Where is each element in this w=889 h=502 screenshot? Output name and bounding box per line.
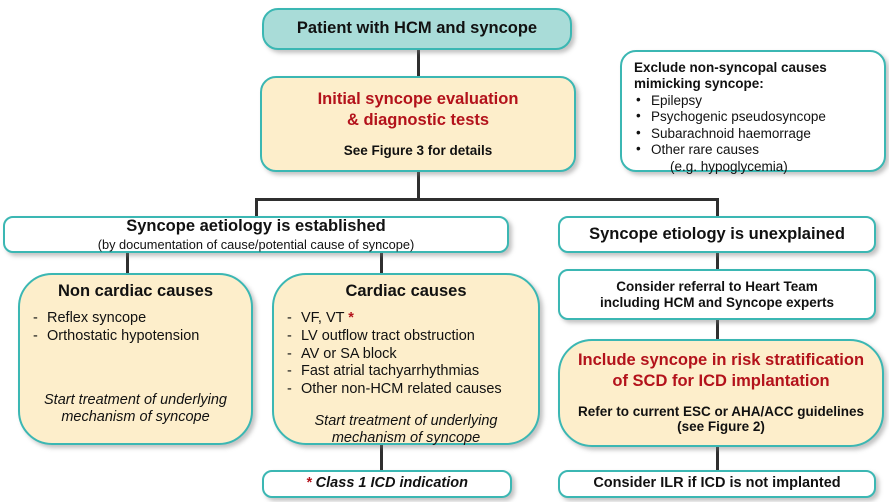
node-initial-eval-line2: & diagnostic tests — [346, 111, 490, 130]
asterisk-marker: * — [306, 475, 312, 492]
cardiac-footer-line1: Start treatment of underlying — [314, 412, 498, 429]
node-consider-referral-heart-team[interactable]: Consider referral to Heart Team includin… — [558, 269, 876, 320]
connector-heartteam-to-riskstrat — [716, 320, 719, 340]
list-item-sub: (e.g. hypoglycemia) — [670, 158, 788, 174]
established-subtitle: (by documentation of cause/potential cau… — [97, 236, 415, 252]
risk-strat-note-line1: Refer to current ESC or AHA/ACC guidelin… — [577, 403, 865, 419]
non-cardiac-footer-line1: Start treatment of underlying — [44, 391, 227, 408]
risk-strat-note-line2: (see Figure 2) — [677, 419, 765, 435]
connector-riskstrat-to-ilr — [716, 447, 719, 470]
node-patient-label: Patient with HCM and syncope — [296, 19, 538, 38]
heart-team-line1: Consider referral to Heart Team — [616, 278, 818, 294]
node-cardiac-causes[interactable]: Cardiac causes VF, VT * LV outflow tract… — [272, 273, 540, 446]
connector-established-to-cardiac — [380, 252, 383, 274]
list-item: Subarachnoid haemorrage — [634, 125, 874, 142]
cardiac-items-list: VF, VT * LV outflow tract obstruction AV… — [284, 310, 528, 398]
node-syncope-etiology-unexplained[interactable]: Syncope etiology is unexplained — [558, 216, 876, 253]
non-cardiac-title: Non cardiac causes — [58, 282, 213, 300]
node-initial-syncope-evaluation[interactable]: Initial syncope evaluation & diagnostic … — [260, 76, 576, 172]
heart-team-line2: including HCM and Syncope experts — [599, 294, 835, 310]
exclude-items-list: Epilepsy Psychogenic pseudosyncope Subar… — [634, 92, 874, 175]
connector-split-to-established — [255, 198, 258, 218]
ilr-label: Consider ILR if ICD is not implanted — [593, 475, 841, 492]
class1-label: * Class 1 ICD indication — [264, 475, 510, 492]
list-item: Fast atrial tachyarrhythmias — [284, 363, 528, 380]
connector-horizontal-split — [255, 198, 719, 201]
cardiac-title: Cardiac causes — [345, 282, 467, 300]
unexplained-title: Syncope etiology is unexplained — [589, 224, 845, 243]
non-cardiac-items-list: Reflex syncope Orthostatic hypotension — [30, 310, 241, 345]
risk-strat-line1: Include syncope in risk stratification — [577, 350, 865, 369]
node-exclude-non-syncopal-causes[interactable]: Exclude non-syncopal causes mimicking sy… — [620, 50, 886, 175]
connector-patient-to-initial — [417, 48, 420, 78]
list-item: AV or SA block — [284, 346, 528, 363]
list-item: Orthostatic hypotension — [30, 328, 241, 345]
non-cardiac-footer-line2: mechanism of syncope — [61, 408, 210, 425]
list-item: Epilepsy — [634, 92, 874, 109]
list-item: Other rare causes — [634, 141, 874, 158]
node-initial-eval-note: See Figure 3 for details — [343, 142, 493, 158]
connector-split-to-unexplained — [716, 198, 719, 218]
risk-strat-line2: of SCD for ICD implantation — [612, 372, 830, 391]
node-class-1-icd-indication[interactable]: * Class 1 ICD indication — [262, 470, 512, 498]
list-item: Reflex syncope — [30, 310, 241, 327]
class1-text: Class 1 ICD indication — [311, 475, 468, 492]
cardiac-item-0-text: VF, VT * — [301, 310, 354, 327]
connector-initial-to-split — [417, 170, 420, 200]
connector-cardiac-to-class1 — [380, 445, 383, 470]
node-initial-eval-line1: Initial syncope evaluation — [317, 89, 519, 108]
node-syncope-aetiology-established[interactable]: Syncope aetiology is established (by doc… — [3, 216, 509, 253]
established-title: Syncope aetiology is established — [126, 217, 386, 236]
exclude-heading-line1: Exclude non-syncopal causes — [634, 60, 827, 75]
exclude-heading-line2: mimicking syncope: — [634, 75, 764, 91]
node-patient-with-hcm-and-syncope[interactable]: Patient with HCM and syncope — [262, 8, 572, 50]
connector-established-to-noncardiac — [126, 252, 129, 274]
node-non-cardiac-causes[interactable]: Non cardiac causes Reflex syncope Orthos… — [18, 273, 253, 445]
connector-unexplained-to-heartteam — [716, 253, 719, 270]
list-item: Other non-HCM related causes — [284, 381, 528, 398]
list-item-vf-vt: VF, VT * — [284, 310, 528, 327]
asterisk-marker: * — [348, 310, 354, 327]
list-item: Psychogenic pseudosyncope — [634, 108, 874, 125]
node-include-syncope-risk-stratification[interactable]: Include syncope in risk stratification o… — [558, 339, 884, 447]
cardiac-footer-line2: mechanism of syncope — [331, 429, 481, 446]
list-item: LV outflow tract obstruction — [284, 328, 528, 345]
node-consider-ilr[interactable]: Consider ILR if ICD is not implanted — [558, 470, 876, 498]
